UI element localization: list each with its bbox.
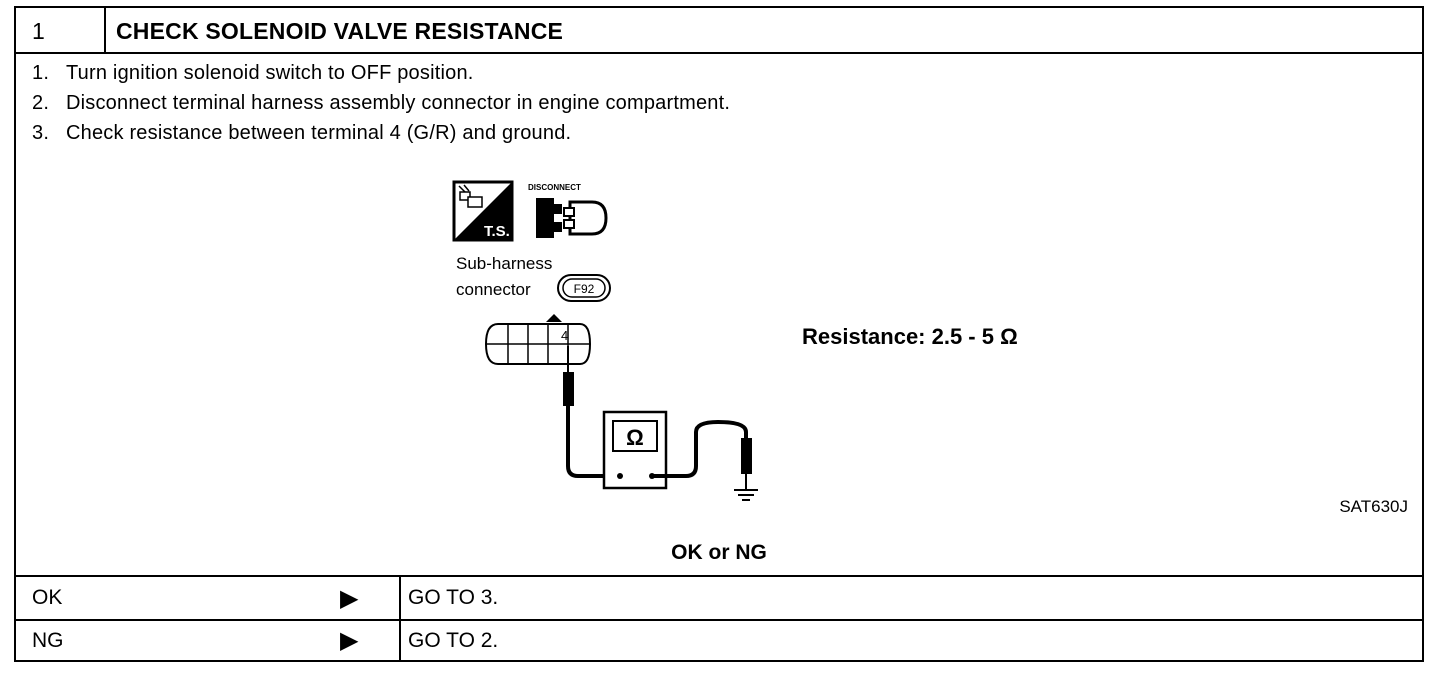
procedure-header: 1 CHECK SOLENOID VALVE RESISTANCE bbox=[16, 8, 1422, 54]
procedure-title: CHECK SOLENOID VALVE RESISTANCE bbox=[116, 18, 564, 44]
disconnect-label: DISCONNECT bbox=[528, 183, 581, 192]
terminal-number: 4 bbox=[561, 328, 568, 343]
result-divider bbox=[399, 621, 401, 660]
diagnostic-procedure-table: 1 CHECK SOLENOID VALVE RESISTANCE 1. Turn… bbox=[14, 6, 1424, 662]
result-row-ok: OK ▶ GO TO 3. bbox=[16, 577, 1422, 621]
figure-id: SAT630J bbox=[1339, 497, 1408, 516]
result-label: OK bbox=[32, 586, 63, 609]
instruction-text: Disconnect terminal harness assembly con… bbox=[66, 92, 731, 114]
connector-code-badge: F92 bbox=[557, 274, 611, 302]
instruction-number: 2. bbox=[32, 92, 50, 114]
right-triangle-arrow-icon: ▶ bbox=[340, 627, 359, 654]
instruction-step: 3. Check resistance between terminal 4 (G… bbox=[32, 122, 571, 145]
sub-harness-connector: 4 bbox=[484, 314, 592, 365]
disconnect-connector-icon: DISCONNECT bbox=[528, 183, 608, 238]
result-row-ng: NG ▶ GO TO 2. bbox=[16, 621, 1422, 660]
instruction-text: Turn ignition solenoid switch to OFF pos… bbox=[66, 62, 474, 84]
instruction-step: 1. Turn ignition solenoid switch to OFF p… bbox=[32, 62, 474, 85]
result-label: NG bbox=[32, 628, 64, 652]
instruction-step: 2. Disconnect terminal harness assembly c… bbox=[32, 92, 730, 115]
connector-code: F92 bbox=[574, 282, 595, 296]
connector-label-line1: Sub-harness bbox=[456, 254, 552, 273]
judgement-question: OK or NG bbox=[671, 541, 767, 564]
right-triangle-arrow-icon: ▶ bbox=[340, 584, 359, 612]
meter-symbol: Ω bbox=[626, 425, 644, 450]
ts-label: T.S. bbox=[484, 223, 510, 240]
connector-label-line2: connector bbox=[456, 280, 531, 299]
test-probe-positive bbox=[563, 346, 620, 478]
result-destination: GO TO 2. bbox=[408, 628, 499, 652]
wiring-figure: T.S. DISCONNECT Sub-harness connector F9… bbox=[452, 180, 758, 501]
result-divider bbox=[399, 577, 401, 619]
instruction-text: Check resistance between terminal 4 (G/R… bbox=[66, 122, 572, 144]
resistance-spec: Resistance: 2.5 - 5 Ω bbox=[802, 324, 1018, 349]
ground-icon bbox=[734, 489, 758, 501]
tool-ts-icon: T.S. bbox=[452, 180, 514, 242]
result-destination: GO TO 3. bbox=[408, 586, 499, 609]
instruction-number: 3. bbox=[32, 122, 50, 144]
instruction-number: 1. bbox=[32, 62, 50, 84]
ohmmeter-icon: Ω bbox=[602, 410, 668, 490]
test-probe-ground bbox=[652, 419, 752, 490]
procedure-body: 1. Turn ignition solenoid switch to OFF p… bbox=[16, 54, 1422, 577]
step-number: 1 bbox=[16, 8, 106, 54]
